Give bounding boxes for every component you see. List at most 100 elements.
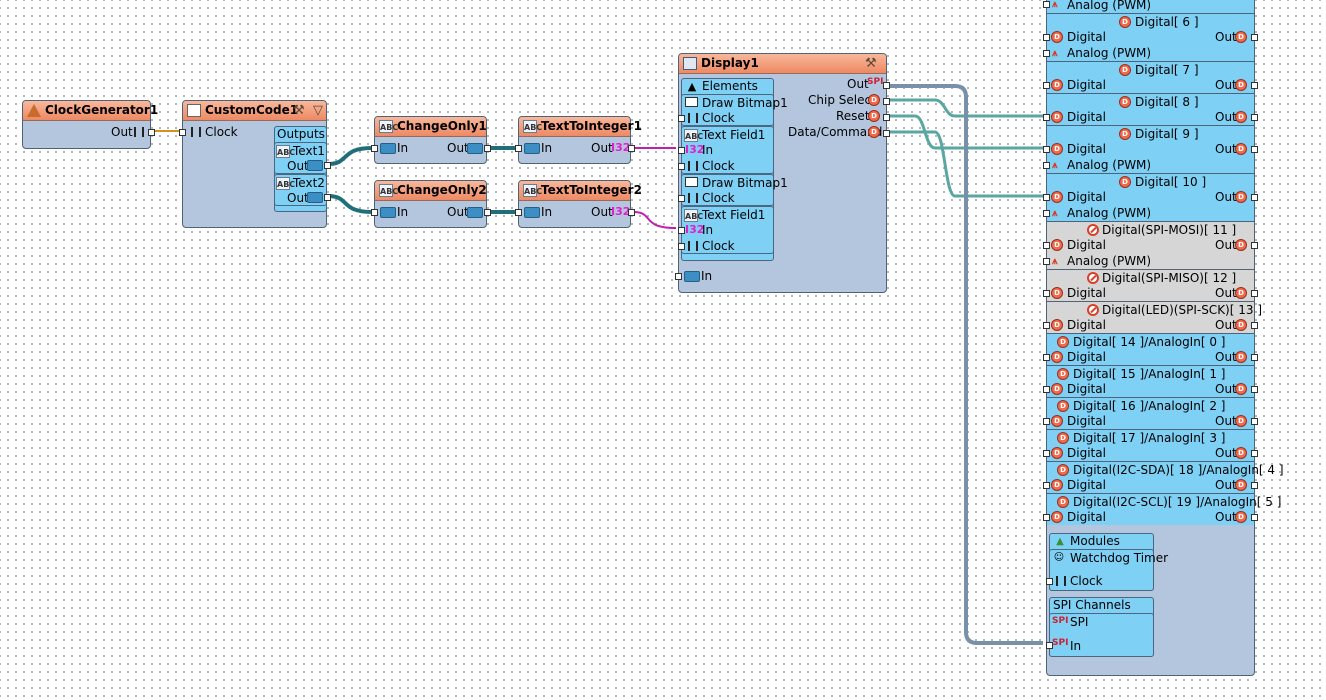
- text-to-integer2-in-pin[interactable]: [515, 209, 522, 216]
- pin-partial-in[interactable]: [1043, 1, 1050, 8]
- watchdog-timer[interactable]: ☺ Watchdog Timer Clock: [1046, 549, 1168, 591]
- clock-generator-title[interactable]: ClockGenerator1: [23, 101, 158, 121]
- spi-channels-panel[interactable]: SPI Channels SPI SPI SPI In: [1046, 597, 1154, 657]
- reset-wire[interactable]: [888, 114, 1043, 150]
- pin-out[interactable]: [1251, 354, 1258, 361]
- pin-analog-in[interactable]: [1043, 162, 1050, 169]
- draw-bitmap1-clock-pin[interactable]: [678, 115, 685, 122]
- pin-digital-in[interactable]: [1043, 34, 1050, 41]
- pin-digital-in[interactable]: [1043, 354, 1050, 361]
- pin-digital-in[interactable]: [1043, 386, 1050, 393]
- pin-digital-in[interactable]: [1043, 82, 1050, 89]
- text1-output[interactable]: ABC Text1 Out: [274, 142, 331, 174]
- pin-analog-in[interactable]: [1043, 50, 1050, 57]
- pin-out[interactable]: [1251, 482, 1258, 489]
- chipselect-wire[interactable]: [888, 98, 1043, 118]
- text2-wire[interactable]: [327, 194, 373, 214]
- pin-digital-in[interactable]: [1043, 194, 1050, 201]
- custom-code-component[interactable]: CustomCode1 ⚒ ▽ Clock Outputs ABC Text1 …: [179, 100, 331, 228]
- text-to-integer1-in-pin[interactable]: [515, 145, 522, 152]
- change-only1-out-pin[interactable]: [484, 145, 491, 152]
- pin-out[interactable]: [1251, 82, 1258, 89]
- text2-out-pin[interactable]: [324, 194, 331, 201]
- draw-bitmap1-element-2[interactable]: Draw Bitmap1 Clock: [678, 174, 788, 206]
- pin-digital-in[interactable]: [1043, 450, 1050, 457]
- pin-out[interactable]: [1251, 386, 1258, 393]
- custom-code-clock-pin[interactable]: [179, 129, 186, 136]
- display-out-pin[interactable]: [883, 82, 890, 89]
- pin-analog-in[interactable]: [1043, 258, 1050, 265]
- chevron-down-icon[interactable]: ▽: [313, 103, 323, 118]
- data-command-pin[interactable]: [883, 130, 890, 137]
- pin-digital-in[interactable]: [1043, 114, 1050, 121]
- reset-pin[interactable]: [883, 114, 890, 121]
- text-to-integer2-component[interactable]: ABC TextToInteger2 In Out I32: [515, 180, 642, 228]
- tools-icon[interactable]: ⚒: [865, 56, 877, 71]
- text-to-integer2-title[interactable]: ABC TextToInteger2: [519, 181, 642, 201]
- pin-digital-in[interactable]: [1043, 290, 1050, 297]
- change-only2-in-pin[interactable]: [371, 209, 378, 216]
- draw-bitmap1-clock-pin[interactable]: [678, 195, 685, 202]
- text-field1-clock-pin[interactable]: [678, 163, 685, 170]
- display-in-pin[interactable]: [675, 273, 682, 280]
- display-title[interactable]: Display1 ⚒: [679, 54, 886, 74]
- pin-row-partial[interactable]: ⩚ Analog (PWM): [1043, 0, 1254, 13]
- pin-out[interactable]: [1251, 242, 1258, 249]
- modules-panel[interactable]: ▲ Modules ☺ Watchdog Timer Clock: [1046, 533, 1168, 591]
- datacommand-wire[interactable]: [888, 130, 1043, 198]
- pin-digital-in[interactable]: [1043, 322, 1050, 329]
- text2-output[interactable]: ABC Text2 Out: [274, 174, 331, 206]
- text-to-integer1-title[interactable]: ABC TextToInteger1: [519, 117, 642, 137]
- pin-digital-in[interactable]: [1043, 418, 1050, 425]
- pin-out[interactable]: [1251, 322, 1258, 329]
- watchdog-clock-pin[interactable]: [1046, 578, 1053, 585]
- chip-select-pin[interactable]: [883, 98, 890, 105]
- change-only2-out-pin[interactable]: [484, 209, 491, 216]
- pin-digital-in[interactable]: [1043, 242, 1050, 249]
- display-elements[interactable]: ▲ Elements Draw Bitmap1 Clock ABC Text F…: [678, 78, 788, 261]
- int2-wire[interactable]: [632, 211, 677, 229]
- text-field1-clock-pin[interactable]: [678, 243, 685, 250]
- pin-digital-in[interactable]: [1043, 482, 1050, 489]
- pin-out[interactable]: [1251, 146, 1258, 153]
- pin-out[interactable]: [1251, 194, 1258, 201]
- text-field1-element-2[interactable]: ABC Text Field1 I32 In Clock: [678, 206, 774, 254]
- pin-out[interactable]: [1251, 290, 1258, 297]
- pin-out[interactable]: [1251, 450, 1258, 457]
- pin-out[interactable]: [1251, 34, 1258, 41]
- spi-channel[interactable]: SPI SPI SPI In: [1046, 613, 1154, 657]
- display-component[interactable]: Display1 ⚒ Out SPI Chip Select D Reset D…: [675, 53, 890, 293]
- change-only1-title[interactable]: ABC ChangeOnly1: [375, 117, 487, 137]
- pin-digital-in[interactable]: [1043, 514, 1050, 521]
- pin-out[interactable]: [1251, 418, 1258, 425]
- pin-digital-in[interactable]: [1043, 146, 1050, 153]
- pin-out[interactable]: [1251, 114, 1258, 121]
- text1-wire[interactable]: [327, 146, 373, 166]
- text1-out-pin[interactable]: [324, 162, 331, 169]
- text-field1-in-pin[interactable]: [678, 227, 685, 234]
- text-to-integer1-component[interactable]: ABC TextToInteger1 In Out I32: [515, 116, 642, 164]
- draw-bitmap1-element[interactable]: Draw Bitmap1 Clock: [678, 94, 788, 126]
- spi-wire[interactable]: [888, 84, 1043, 645]
- spi-in-pin[interactable]: [1046, 642, 1053, 649]
- clock-generator-out-pin[interactable]: [148, 129, 155, 136]
- pin-analog-in[interactable]: [1043, 210, 1050, 217]
- tools-icon[interactable]: ⚒: [293, 103, 305, 118]
- custom-code-title[interactable]: CustomCode1 ⚒ ▽: [183, 101, 326, 121]
- text-field1-element[interactable]: ABC Text Field1 I32 In Clock: [678, 126, 774, 174]
- text-field1-in-pin[interactable]: [678, 147, 685, 154]
- text-to-integer1-out-pin[interactable]: [628, 145, 635, 152]
